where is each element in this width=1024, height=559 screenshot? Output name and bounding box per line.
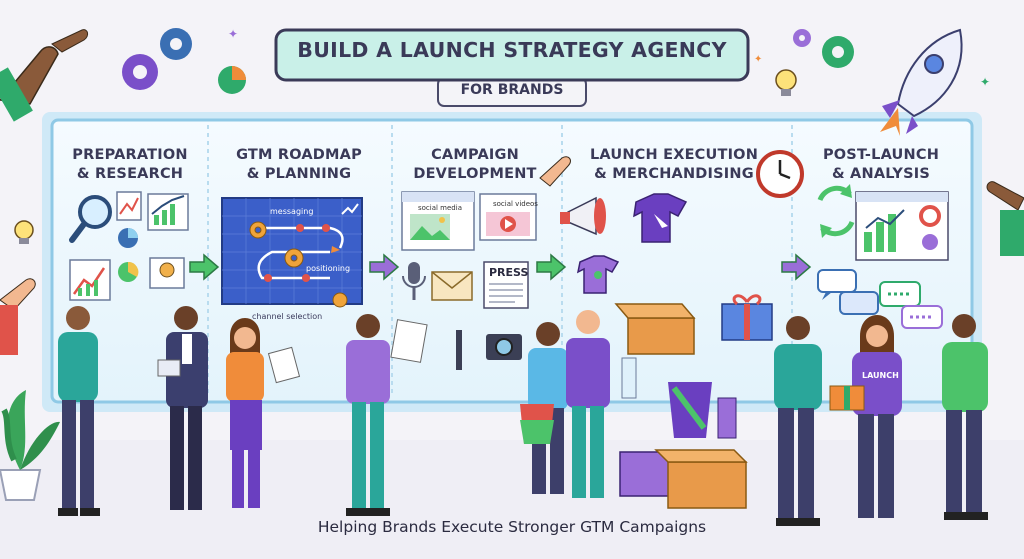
person-creative [346, 314, 428, 516]
person-launch-host [774, 316, 822, 526]
person-supporter [566, 310, 610, 498]
roadmap-messaging-label: messaging [270, 207, 313, 216]
gear-icon [332, 292, 348, 308]
social-media-label: social media [418, 204, 462, 212]
mic-stand-icon [456, 330, 462, 370]
gear-icon [793, 29, 811, 47]
arrow-icon [781, 253, 812, 281]
stage-title-preparation: PREPARATION & RESEARCH [72, 147, 188, 182]
lightbulb-icon [14, 220, 34, 240]
person-clapping-guest [942, 314, 988, 520]
clapping-hands [0, 29, 1024, 355]
microphone-icon [408, 262, 420, 284]
arrow-icon [369, 253, 400, 281]
rocket-icon [880, 28, 963, 136]
hoodie-launch-text: LAUNCH [862, 371, 899, 380]
arrow-icon [189, 253, 220, 281]
top-decorations: ✦ ✦ ✦ [122, 27, 990, 136]
arrow-icon [536, 253, 567, 281]
sun-icon [439, 217, 445, 223]
stage-title-post-launch: POST-LAUNCH & ANALYSIS [822, 147, 940, 182]
chat-bubble-icon [879, 281, 921, 307]
person-gift-giver: LAUNCH [829, 315, 902, 518]
gear-icon [284, 248, 304, 268]
pie-chart-icon [218, 66, 246, 94]
stage-title-campaign: CAMPAIGN DEVELOPMENT [413, 147, 537, 182]
person-presenter [157, 306, 208, 510]
play-icon [505, 219, 513, 229]
stage-arrows [189, 253, 812, 281]
gtm-roadmap-blueprint: messaging positioning channel selection [221, 197, 363, 321]
team-people: LAUNCH [58, 306, 988, 526]
social-videos-label: social videos [493, 200, 538, 208]
press-newspaper-icon [483, 261, 529, 309]
sparkle-icon: ✦ [228, 27, 238, 41]
potted-plant [0, 390, 60, 501]
page-title: BUILD A LAUNCH STRATEGY AGENCY [297, 38, 727, 62]
person-analyst [58, 306, 100, 516]
analysis-icons [817, 184, 949, 329]
sparkle-icon: ✦ [754, 54, 762, 65]
press-label: PRESS [489, 266, 528, 279]
stage-title-roadmap: GTM ROADMAP & PLANNING [236, 147, 362, 182]
lightbulb-icon [775, 69, 797, 96]
gear-icon [249, 221, 267, 239]
title-banner [274, 28, 750, 107]
floor-boxes [619, 449, 748, 509]
gear-icon [822, 36, 854, 68]
open-box-icon [614, 303, 696, 355]
page-subtitle: FOR BRANDS [460, 82, 564, 98]
sparkle-icon: ✦ [980, 75, 990, 89]
gift-box-icon [829, 385, 865, 411]
roadmap-positioning-label: positioning [306, 264, 350, 273]
tshirt-icon [633, 193, 688, 243]
tagline: Helping Brands Execute Stronger GTM Camp… [317, 518, 707, 536]
gear-icon [122, 54, 158, 90]
launch-merch-icons [560, 150, 804, 355]
merch-bags [621, 357, 737, 439]
roadmap-channel-label: channel selection [252, 312, 322, 321]
campaign-icons: social media social videos PRESS [401, 191, 538, 370]
gift-box-icon [721, 294, 773, 341]
water-bottle-icon [621, 357, 637, 399]
chat-bubble-icon [839, 291, 879, 315]
stage-title-launch: LAUNCH EXECUTION & MERCHANDISING [589, 147, 759, 182]
person-shopper [520, 322, 568, 494]
chat-bubble-icon [817, 269, 857, 300]
gear-icon [160, 28, 192, 60]
chart-card-icon [116, 191, 142, 221]
research-icons [14, 191, 189, 301]
person-planner [226, 318, 301, 508]
tumbler-icon [717, 397, 737, 439]
chat-bubble-icon [901, 305, 943, 329]
magnifier-icon [78, 195, 112, 229]
